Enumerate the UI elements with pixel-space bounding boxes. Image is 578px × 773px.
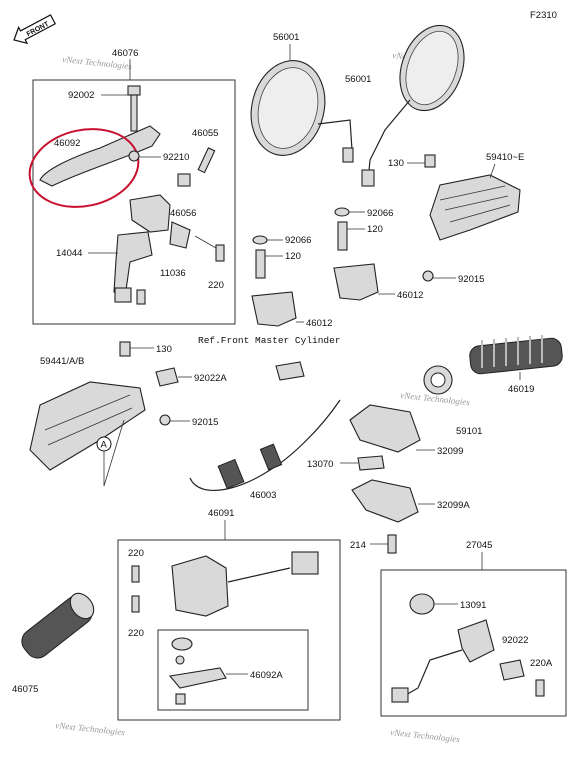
- label-46076: 46076: [112, 48, 138, 59]
- label-120-right: 120: [367, 224, 383, 235]
- label-220A: 220A: [530, 658, 553, 669]
- switch-lever-46092A: [168, 637, 227, 705]
- screw-220-icon: [131, 595, 140, 613]
- throttle-grip-46019: [469, 335, 563, 375]
- clamp-11036: [129, 194, 171, 233]
- label-46075: 46075: [12, 684, 38, 695]
- label-46092A: 46092A: [250, 670, 283, 681]
- bolt-92002-icon: [127, 85, 141, 132]
- label-46003: 46003: [250, 490, 276, 501]
- label-220-top: 220: [208, 280, 224, 291]
- kill-switch-box: [380, 569, 567, 717]
- label-59410: 59410~E: [486, 152, 524, 163]
- clutch-lever-46092: [39, 125, 161, 187]
- label-13091: 13091: [460, 600, 486, 611]
- label-92002: 92002: [68, 90, 94, 101]
- label-32099A: 32099A: [437, 500, 470, 511]
- switch-box: [117, 539, 341, 721]
- label-27045: 27045: [466, 540, 492, 551]
- mirror-right: [361, 24, 465, 187]
- mirror-left: [250, 60, 354, 163]
- label-92066-right: 92066: [367, 208, 393, 219]
- front-arrow-icon: FRONT: [13, 14, 57, 45]
- switch-13091: [409, 593, 435, 615]
- label-92015-mid: 92015: [192, 417, 218, 428]
- washer-92066-icon: [334, 207, 350, 217]
- housing-32099: [349, 404, 421, 453]
- label-92022A: 92022A: [194, 373, 227, 384]
- label-32099: 32099: [437, 446, 463, 457]
- bracket-92022-icon: [499, 659, 525, 681]
- marker-a-label: A: [101, 440, 108, 451]
- label-130-top: 130: [388, 158, 404, 169]
- label-59441: 59441/A/B: [40, 356, 84, 367]
- connector-icon: [291, 551, 319, 575]
- label-46012-left: 46012: [306, 318, 332, 329]
- label-130-mid: 130: [156, 344, 172, 355]
- nut-92015-icon: [422, 270, 434, 282]
- nut-92015-icon: [159, 414, 171, 426]
- left-grip-46075: [21, 592, 95, 659]
- label-56001-left: 56001: [273, 32, 299, 43]
- label-59101: 59101: [456, 426, 482, 437]
- watermark: vNext Technologies: [390, 727, 461, 744]
- label-46092: 46092: [54, 138, 80, 149]
- screw-214-icon: [387, 534, 397, 554]
- handlebar-46003: [71, 319, 501, 553]
- switch-body-27045: [457, 619, 495, 663]
- label-56001-right: 56001: [345, 74, 371, 85]
- screw-220-icon: [131, 565, 140, 583]
- label-214: 214: [350, 540, 366, 551]
- label-46091: 46091: [208, 508, 234, 519]
- label-92210: 92210: [163, 152, 189, 163]
- label-13070: 13070: [307, 459, 333, 470]
- label-92015-right: 92015: [458, 274, 484, 285]
- label-92066-left: 92066: [285, 235, 311, 246]
- figure-code: F2310: [530, 10, 557, 21]
- screw-220-icon: [215, 244, 225, 262]
- holder-46012-left: [251, 291, 297, 327]
- clamp-ref-icon: [275, 361, 305, 381]
- hand-guard-59441: [29, 381, 146, 471]
- nut-92210-icon: [128, 150, 140, 162]
- bolt-130-icon: [424, 154, 436, 168]
- label-220-sw2: 220: [128, 628, 144, 639]
- label-14044: 14044: [56, 248, 82, 259]
- bolt-120-icon: [337, 221, 348, 251]
- bolt-120-icon: [255, 249, 266, 279]
- label-11036: 11036: [160, 268, 186, 279]
- connector-icon: [391, 687, 409, 703]
- bracket-92022A-icon: [155, 367, 179, 387]
- switch-14044: [113, 231, 153, 293]
- screw-220A-icon: [535, 679, 545, 697]
- ref-note: Ref.Front Master Cylinder: [198, 335, 341, 346]
- bolt-130-icon: [119, 341, 131, 357]
- part-46056-icon: [177, 173, 191, 187]
- switch-sub-box: [157, 629, 309, 711]
- hand-guard-59410: [429, 174, 521, 241]
- label-46055: 46055: [192, 128, 218, 139]
- washer-13070-icon: [357, 455, 385, 471]
- clutch-lever-box: [32, 79, 236, 325]
- watermark: vNext Technologies: [55, 720, 126, 737]
- label-92022: 92022: [502, 635, 528, 646]
- switch-housing-46091: [171, 555, 229, 617]
- screw-46055-icon: [197, 147, 216, 174]
- label-46012-right: 46012: [397, 290, 423, 301]
- label-46019: 46019: [508, 384, 534, 395]
- housing-32099A: [351, 479, 419, 523]
- washer-92066-icon: [252, 235, 268, 245]
- label-120-left: 120: [285, 251, 301, 262]
- label-220-sw1: 220: [128, 548, 144, 559]
- holder-46012-right: [333, 263, 379, 301]
- label-46056: 46056: [170, 208, 196, 219]
